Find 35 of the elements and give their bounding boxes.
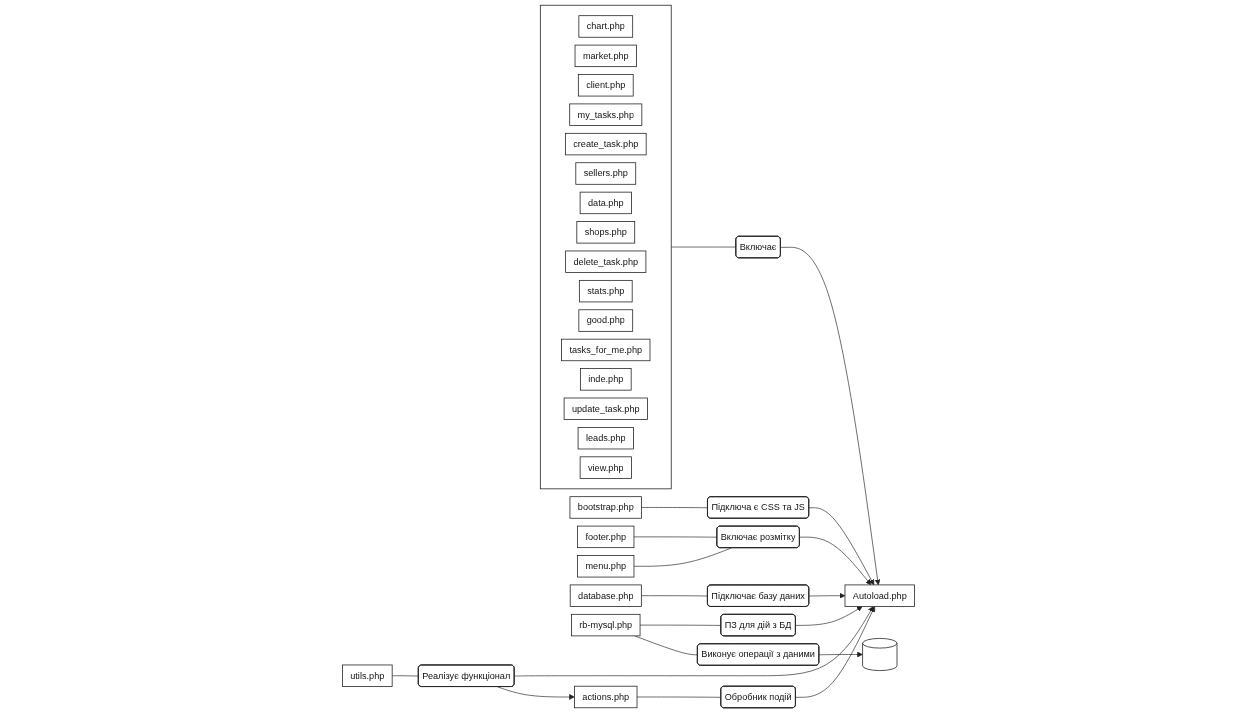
node-box: rb-mysql.php (571, 613, 641, 637)
node-box: menu.php (577, 555, 635, 578)
node-box: database.php (569, 584, 642, 607)
node-box: utils.php (342, 664, 393, 687)
connector (633, 536, 718, 538)
node-box: sellers.php (575, 162, 637, 185)
node-box: bootstrap.php (569, 496, 642, 519)
connector (639, 624, 722, 626)
node-box: create_task.php (565, 132, 647, 156)
node-box: my_tasks.php (569, 103, 643, 126)
node-box: good.php (578, 309, 634, 332)
node-box: update_task.php (563, 397, 648, 420)
node-box: actions.php (574, 685, 638, 709)
node-box: tasks_for_me.php (561, 338, 651, 362)
node-box: market.php (574, 44, 637, 68)
connector (634, 635, 698, 656)
node-box: delete_task.php (565, 250, 647, 273)
node-box: shops.php (576, 221, 636, 244)
connector (633, 547, 732, 567)
connector (670, 246, 737, 248)
node-box: data.php (579, 191, 632, 215)
node-box: leads.php (577, 427, 634, 450)
node-box: Autoload.php (844, 584, 915, 607)
node-box: client.php (577, 74, 634, 97)
node-box: stats.php (578, 279, 633, 303)
node-box: inde.php (580, 368, 632, 391)
node-box: chart.php (578, 15, 634, 38)
cluster (539, 4, 672, 490)
connector (636, 696, 722, 698)
connector (641, 595, 709, 597)
connector (641, 507, 709, 509)
node-box: view.php (579, 456, 632, 479)
node-box: footer.php (577, 525, 635, 549)
connector (391, 675, 419, 677)
node-cylinder (862, 638, 898, 671)
